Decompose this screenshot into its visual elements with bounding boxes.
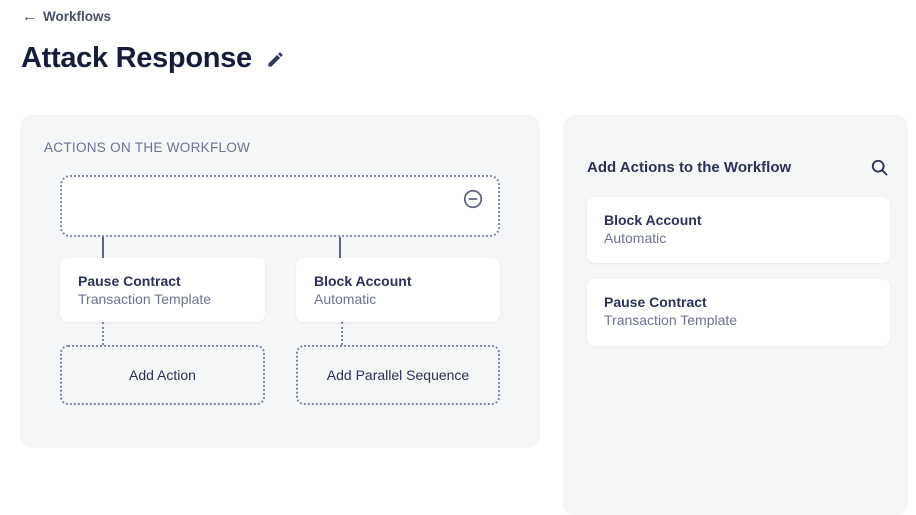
connector-line: [102, 237, 104, 258]
node-subtitle: Automatic: [314, 291, 377, 307]
add-parallel-sequence-label: Add Parallel Sequence: [326, 367, 470, 383]
add-action-button[interactable]: Add Action: [60, 345, 265, 405]
connector-dotted-line: [102, 322, 104, 345]
back-link-label: Workflows: [43, 9, 112, 24]
page-title: Attack Response: [21, 42, 252, 74]
page-title-row: Attack Response: [21, 42, 285, 75]
connector-line: [339, 237, 341, 258]
action-library-title: Add Actions to the Workflow: [587, 159, 792, 176]
node-title: Block Account: [314, 273, 412, 289]
action-library-header: Add Actions to the Workflow: [587, 157, 890, 178]
node-title: Pause Contract: [78, 273, 181, 289]
library-item-pause-contract[interactable]: Pause Contract Transaction Template: [587, 279, 890, 346]
library-item-block-account[interactable]: Block Account Automatic: [587, 197, 890, 263]
add-action-label: Add Action: [129, 367, 196, 383]
workflow-canvas-label: ACTIONS ON THE WORKFLOW: [44, 140, 251, 155]
node-subtitle: Transaction Template: [78, 291, 212, 307]
library-item-title: Block Account: [604, 212, 702, 228]
search-icon: [871, 159, 888, 176]
back-to-workflows-link[interactable]: ← Workflows: [22, 9, 111, 24]
workflow-node-pause-contract[interactable]: Pause Contract Transaction Template: [60, 258, 265, 322]
edit-title-pencil-icon[interactable]: [266, 50, 285, 69]
workflow-node-block-account[interactable]: Block Account Automatic: [296, 258, 500, 322]
remove-sequence-button[interactable]: [462, 188, 484, 210]
back-arrow-icon: ←: [22, 8, 37, 25]
workflow-editor-page: { "header": { "back_label": "Workflows",…: [20, 9, 888, 448]
workflow-canvas-panel: ACTIONS ON THE WORKFLOW Pause Contract T…: [20, 115, 540, 448]
library-item-title: Pause Contract: [604, 294, 707, 310]
connector-dotted-line: [341, 322, 343, 345]
minus-circle-icon: [463, 189, 483, 209]
search-actions-button[interactable]: [869, 157, 890, 178]
parallel-sequence-node: [60, 175, 500, 237]
library-item-subtitle: Transaction Template: [604, 312, 738, 328]
library-item-subtitle: Automatic: [604, 230, 667, 246]
add-parallel-sequence-button[interactable]: Add Parallel Sequence: [296, 345, 500, 405]
action-library-panel: Add Actions to the Workflow Block Accoun…: [563, 115, 908, 515]
